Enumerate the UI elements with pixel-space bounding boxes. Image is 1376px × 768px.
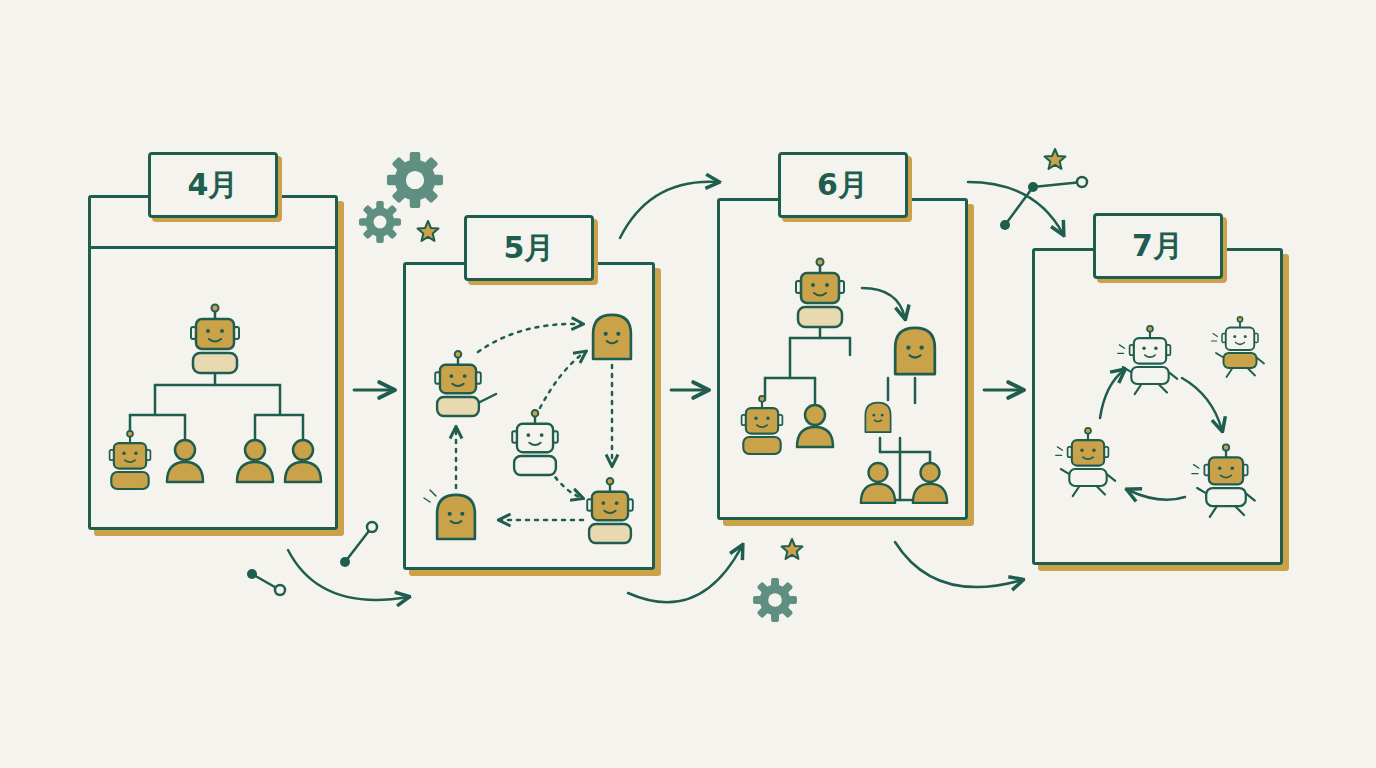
blob-figure: [895, 328, 935, 374]
flow-arrow: [500, 519, 583, 522]
flow-arrow: [540, 352, 585, 408]
robot-figure: [796, 259, 844, 328]
month-label: 7月: [1132, 231, 1183, 261]
chart-line: [765, 377, 815, 380]
chart-line: [129, 415, 132, 432]
chart-line: [130, 414, 185, 417]
chart-line: [302, 415, 305, 440]
star-icon: [782, 539, 803, 559]
chart-line: [789, 338, 792, 378]
robot-figure: [191, 305, 239, 374]
chart-line: [1005, 182, 1082, 225]
flow-arrow: [895, 542, 1022, 587]
flow-arrow: [620, 182, 718, 238]
robot-figure: [1192, 444, 1255, 516]
month-label: 6月: [817, 170, 868, 200]
robot-figure: [587, 478, 633, 543]
month-panel: 5月: [403, 262, 655, 570]
person-figure: [167, 440, 203, 482]
blob-figure: [865, 403, 890, 432]
flow-arrow: [1182, 378, 1222, 430]
gear-icon: [753, 578, 797, 622]
dot: [340, 557, 350, 567]
month-label: 4月: [188, 170, 239, 200]
chart-line: [345, 527, 372, 562]
month-tab: 5月: [464, 215, 594, 281]
star-icon: [418, 221, 439, 241]
month-label: 5月: [504, 233, 555, 263]
chart-line: [790, 337, 850, 340]
month-panel: 7月: [1032, 248, 1283, 565]
chart-line: [154, 385, 157, 415]
chart-line: [880, 451, 930, 454]
blob-figure: [437, 495, 475, 539]
dot: [367, 522, 377, 532]
month-tab: 7月: [1093, 213, 1223, 279]
flow-arrow: [354, 389, 393, 392]
month-tab: 6月: [778, 152, 908, 218]
flow-arrow: [611, 365, 614, 465]
robot-figure: [742, 396, 783, 454]
person-figure: [237, 440, 273, 482]
flow-arrow: [1100, 370, 1124, 418]
flow-arrow: [628, 546, 742, 602]
month-panel: 6月: [717, 198, 968, 520]
month-panel: 4月: [88, 195, 338, 530]
chart-line: [914, 378, 917, 403]
robot-figure: [1118, 326, 1178, 394]
month-tab: 4月: [148, 152, 278, 218]
flow-arrow: [455, 428, 458, 488]
flow-arrow: [288, 550, 408, 600]
chart-line: [879, 438, 882, 452]
robot-figure: [110, 431, 151, 489]
robot-figure: [1056, 428, 1116, 496]
chart-line: [184, 415, 187, 440]
flow-arrow: [862, 288, 905, 318]
chart-line: [255, 414, 303, 417]
chart-line: [279, 385, 282, 415]
chart-line: [254, 415, 257, 440]
robot-figure: [512, 410, 558, 475]
person-figure: [913, 463, 947, 503]
chart-line: [849, 338, 852, 355]
gear-icon: [387, 152, 443, 208]
dot: [247, 569, 257, 579]
person-figure: [861, 463, 895, 503]
chart-line: [155, 384, 280, 387]
dot: [275, 585, 285, 595]
blob-figure: [593, 315, 631, 359]
flow-arrow: [1128, 490, 1185, 500]
flow-arrow: [671, 389, 707, 392]
robot-figure: [435, 351, 481, 416]
flow-arrow: [478, 324, 582, 352]
gear-icon: [359, 201, 401, 243]
flow-arrow: [968, 182, 1063, 234]
person-figure: [797, 405, 833, 447]
person-figure: [285, 440, 321, 482]
flow-arrow: [550, 470, 582, 498]
star-icon: [1045, 149, 1066, 169]
chart-line: [814, 378, 817, 403]
robot-figure: [1212, 317, 1265, 377]
chart-line: [887, 378, 890, 400]
chart-line: [899, 438, 902, 500]
flow-arrow: [984, 389, 1022, 392]
